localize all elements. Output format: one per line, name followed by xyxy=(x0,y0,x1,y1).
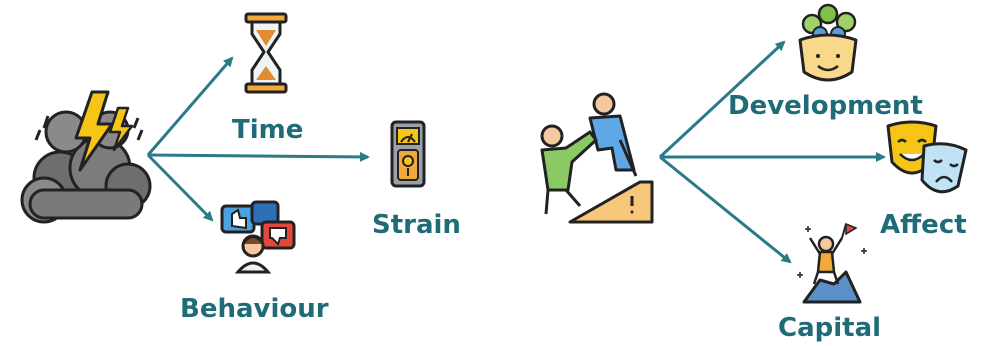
growing-mind-icon xyxy=(800,5,856,80)
person-feedback-icon xyxy=(222,202,294,272)
arrow-to-behaviour xyxy=(148,155,212,220)
label-development: Development xyxy=(728,93,923,119)
arrow-to-capital xyxy=(660,157,790,262)
theatre-masks-icon xyxy=(888,122,966,192)
arrow-to-time xyxy=(148,58,232,155)
label-time: Time xyxy=(232,117,303,143)
arrow-to-strain xyxy=(148,155,368,157)
label-affect: Affect xyxy=(880,212,967,238)
helping-climb-icon xyxy=(542,94,652,222)
pressure-gauge-icon xyxy=(392,122,424,186)
label-strain: Strain xyxy=(372,212,461,238)
label-behaviour: Behaviour xyxy=(180,296,329,322)
storm-cloud-icon xyxy=(22,92,150,222)
label-capital: Capital xyxy=(778,315,881,341)
summit-flag-icon xyxy=(797,224,867,302)
hourglass-icon xyxy=(246,14,286,92)
